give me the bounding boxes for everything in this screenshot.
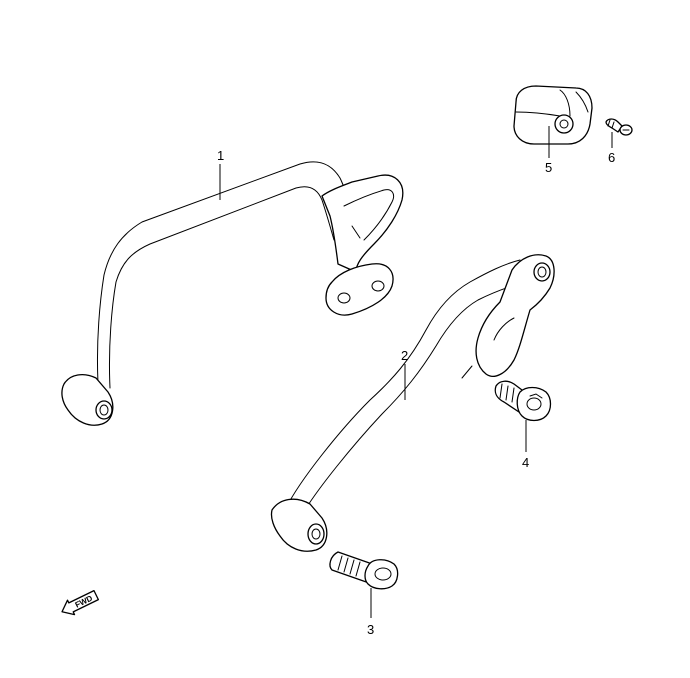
fwd-arrow-icon: FWD — [61, 589, 100, 616]
callout-2: 2 — [401, 348, 408, 363]
part-2-grab-bar-right — [270, 254, 555, 552]
part-4-bolt — [494, 380, 552, 422]
part-6-screw — [605, 118, 633, 136]
part-1-grab-bar-left — [61, 161, 404, 426]
callout-4: 4 — [522, 455, 529, 470]
part-3-bolt — [329, 551, 399, 590]
callout-6: 6 — [608, 150, 615, 165]
callout-5: 5 — [545, 160, 552, 175]
callout-3: 3 — [367, 622, 374, 637]
callout-1: 1 — [217, 148, 224, 163]
part-5-clamp — [513, 85, 593, 145]
